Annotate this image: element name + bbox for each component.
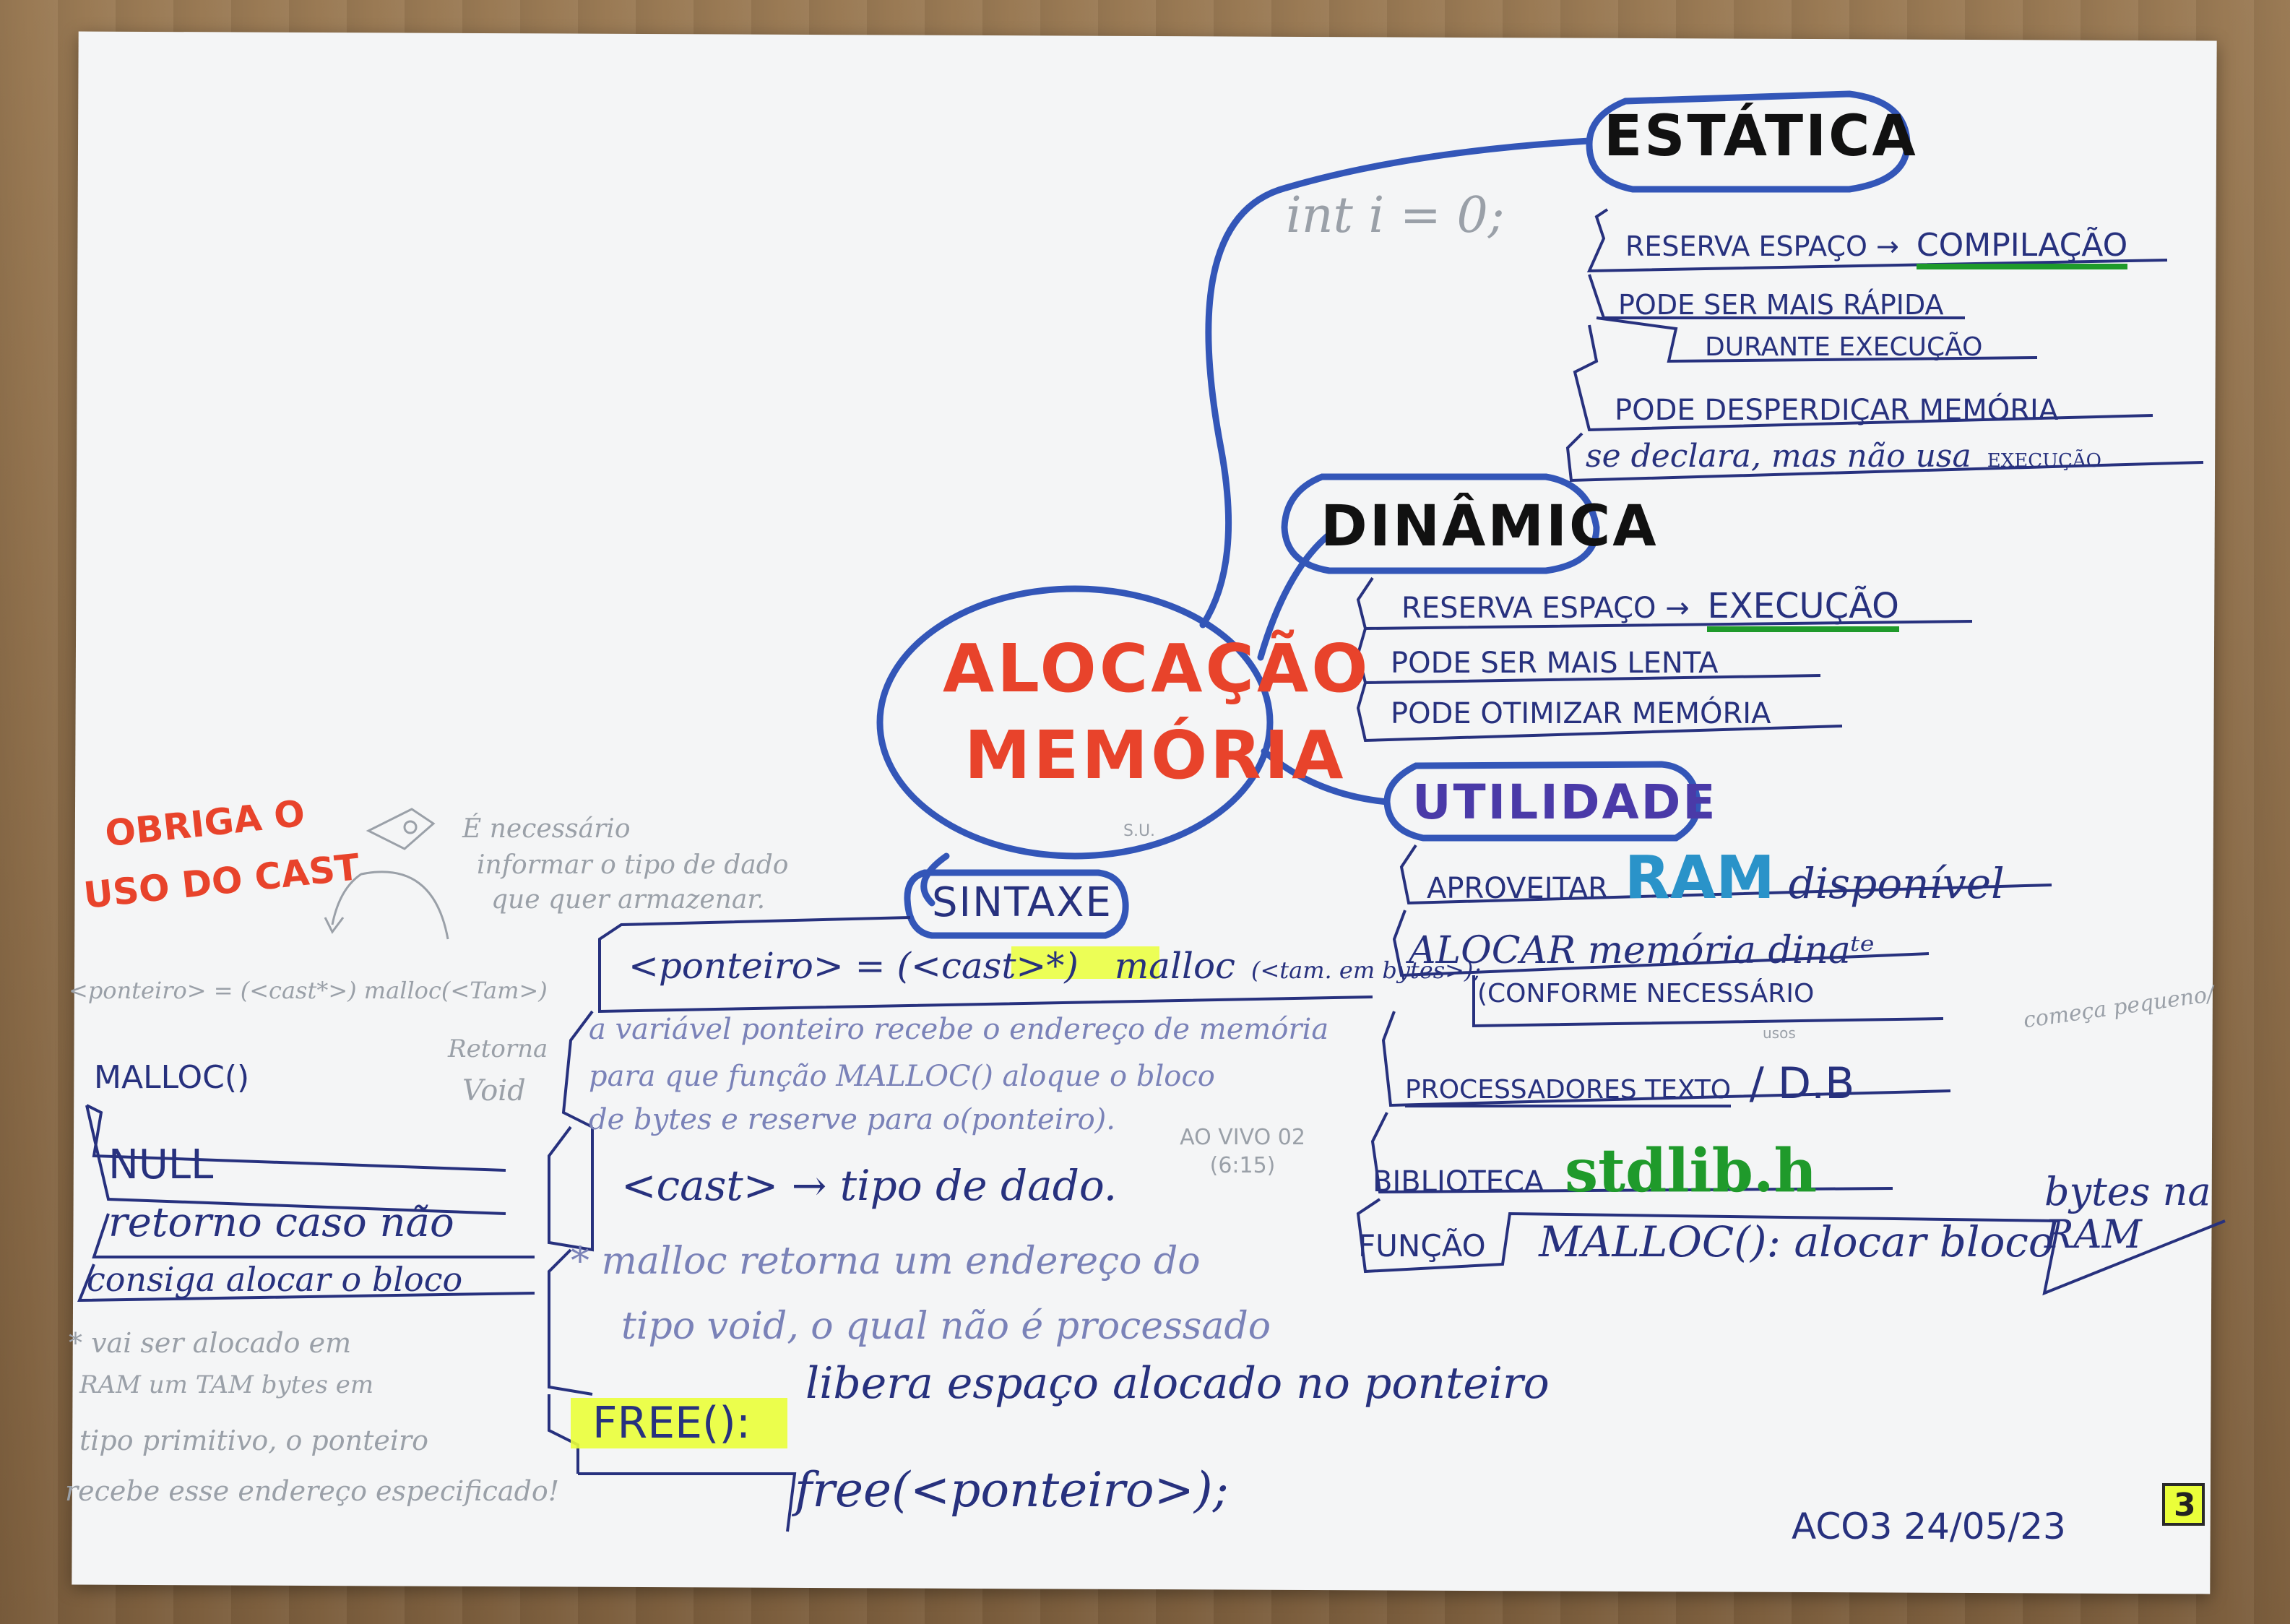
utilidade-item-5: BIBLIOTECA stdlib.h [1373,1136,1818,1206]
retorno-line-1: retorno caso não [108,1199,454,1246]
left-note-2: RAM um TAM bytes em [79,1370,374,1399]
left-note-4: recebe esse endereço especificado! [65,1475,560,1507]
free-code: free(<ponteiro>); [795,1462,1229,1518]
page-number-box [2162,1483,2205,1526]
estatica-bubble [1586,90,1911,193]
utilidade-item-4: PROCESSADORES TEXTO / D.B [1405,1058,1855,1109]
left-note-3: tipo primitivo, o ponteiro [79,1425,429,1456]
eye-icon [366,808,436,850]
malloc-note-1: * malloc retorna um endereço do [571,1240,1201,1283]
necessario-line-3: que quer armazenar. [491,885,766,915]
center-title-line1: ALOCAÇÃO [943,630,1371,707]
malloc-highlight [1011,946,1159,979]
utilidade-item-3: (CONFORME NECESSÁRIO [1477,979,1815,1008]
syntax-line: <ponteiro> = (<cast>*) malloc (<tam. em … [628,945,1482,987]
retorno-line-2: consiga alocar o bloco [87,1260,463,1299]
utilidade-bubble [1383,761,1701,842]
compilacao-emph: COMPILAÇÃO [1916,227,2128,269]
retorna-line-1: Retorna [448,1035,548,1063]
sintaxe-tag: S.U. [1123,822,1156,840]
estatica-item-1: RESERVA ESPAÇO → COMPILAÇÃO [1625,227,2128,269]
grey-syntax: <ponteiro> = (<cast*>) malloc(<Tam>) [69,977,548,1004]
necessario-line-2: informar o tipo de dado [477,850,789,880]
free-desc: libera espaço alocado no ponteiro [805,1358,1550,1409]
stdlib-emph: stdlib.h [1564,1136,1818,1206]
utilidade-item-2: ALOCAR memória dinaᵗᵉ [1409,929,1875,972]
dinamica-bubble [1281,473,1600,574]
left-note-1: * vai ser alocado em [69,1327,352,1359]
explain-line-2: para que função MALLOC() aloque o bloco [589,1060,1215,1093]
execucao-emph: EXECUÇÃO [1707,586,1899,632]
explain-line-1: a variável ponteiro recebe o endereço de… [589,1013,1329,1046]
usos-note: usos [1763,1024,1796,1042]
retorna-line-2: Void [462,1074,526,1107]
center-bubble [876,585,1274,860]
estatica-item-2: PODE SER MAIS RÁPIDA [1618,289,1944,321]
estatica-example: int i = 0; [1286,187,1505,244]
estatica-title: ESTÁTICA [1604,104,1918,169]
bytes-na-ram-note: bytes na RAM [2044,1169,2211,1258]
utilidade-item-1: APROVEITAR RAM disponível [1427,844,2005,912]
cast-line: <cast> → tipo de dado. [621,1161,1118,1210]
free-highlight [571,1398,787,1448]
utilidade-item-6: FUNÇÃO MALLOC(): alocar bloco [1358,1217,2054,1266]
sintaxe-title: SINTAXE [932,879,1112,926]
malloc-note-2: tipo void, o qual não é processado [621,1305,1271,1348]
execucao-small: EXECUÇÃO [1987,450,2101,472]
curved-arrow-icon [331,871,449,940]
necessario-line-1: É necessário [462,814,631,844]
dinamica-title: DINÂMICA [1321,494,1659,559]
dinamica-item-3: PODE OTIMIZAR MEMÓRIA [1391,697,1771,730]
free-fn: FREE(): [592,1398,751,1448]
estatica-item-3: DURANTE EXECUÇÃO [1705,332,1983,362]
utilidade-title: UTILIDADE [1412,774,1718,830]
null-label: NULL [108,1141,214,1188]
ram-emph: RAM [1624,844,1775,912]
malloc-title: MALLOC() [94,1059,250,1096]
ao-vivo-note: AO VIVO 02 (6:15) [1180,1125,1305,1178]
footer-code: ACO3 24/05/23 [1792,1506,2066,1547]
dinamica-item-1: RESERVA ESPAÇO → EXECUÇÃO [1401,586,1899,632]
dinamica-item-2: PODE SER MAIS LENTA [1391,647,1719,680]
estatica-item-5: se declara, mas não usa EXECUÇÃO [1586,438,2101,475]
estatica-item-4: PODE DESPERDIÇAR MEMÓRIA [1615,394,2059,427]
malloc-fn: malloc [1114,945,1236,987]
center-title-line2: MEMÓRIA [964,717,1347,794]
sintaxe-bubble [904,869,1129,939]
explain-line-3: de bytes e reserve para o(ponteiro). [589,1103,1116,1136]
page-number: 3 [2174,1487,2196,1524]
